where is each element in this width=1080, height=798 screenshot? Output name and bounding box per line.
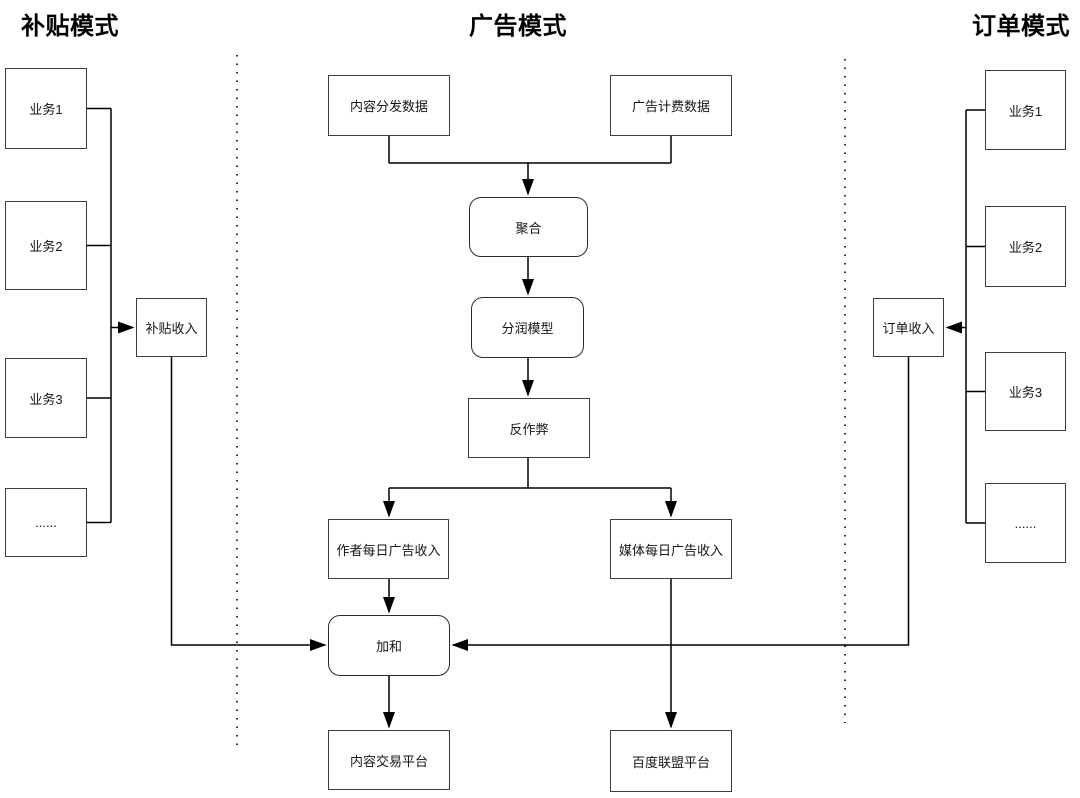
node-subsidy-income: 补贴收入 (136, 298, 207, 357)
node-baidu-union-platform: 百度联盟平台 (610, 730, 732, 792)
node-order-income: 订单收入 (873, 298, 944, 357)
section-title-order-model: 订单模式 (972, 13, 1070, 40)
node-business2-left: 业务2 (5, 201, 87, 290)
node-sum: 加和 (328, 615, 450, 676)
node-business3-right: 业务3 (985, 352, 1066, 431)
node-anti-cheating: 反作弊 (468, 398, 590, 458)
node-business3-left: 业务3 (5, 358, 87, 438)
node-author-daily-ad-income: 作者每日广告收入 (328, 519, 449, 579)
node-aggregation: 聚合 (469, 197, 588, 257)
arrow-order-to-sum (451, 357, 910, 651)
section-title-subsidy-model: 补贴模式 (21, 13, 119, 40)
node-content-distribution-data: 内容分发数据 (328, 75, 450, 136)
node-business1-right: 业务1 (985, 70, 1066, 150)
node-content-trading-platform: 内容交易平台 (328, 730, 450, 790)
node-ad-billing-data: 广告计费数据 (610, 75, 732, 136)
section-title-ad-model: 广告模式 (469, 13, 567, 40)
node-business-more-right: ...... (985, 483, 1066, 563)
arrow-subsidy-to-sum (170, 357, 327, 651)
node-business-more-left: ...... (5, 488, 87, 557)
node-media-daily-ad-income: 媒体每日广告收入 (610, 519, 732, 579)
node-business1-left: 业务1 (5, 68, 87, 149)
node-profit-sharing-model: 分润模型 (471, 297, 584, 358)
node-business2-right: 业务2 (985, 206, 1066, 287)
